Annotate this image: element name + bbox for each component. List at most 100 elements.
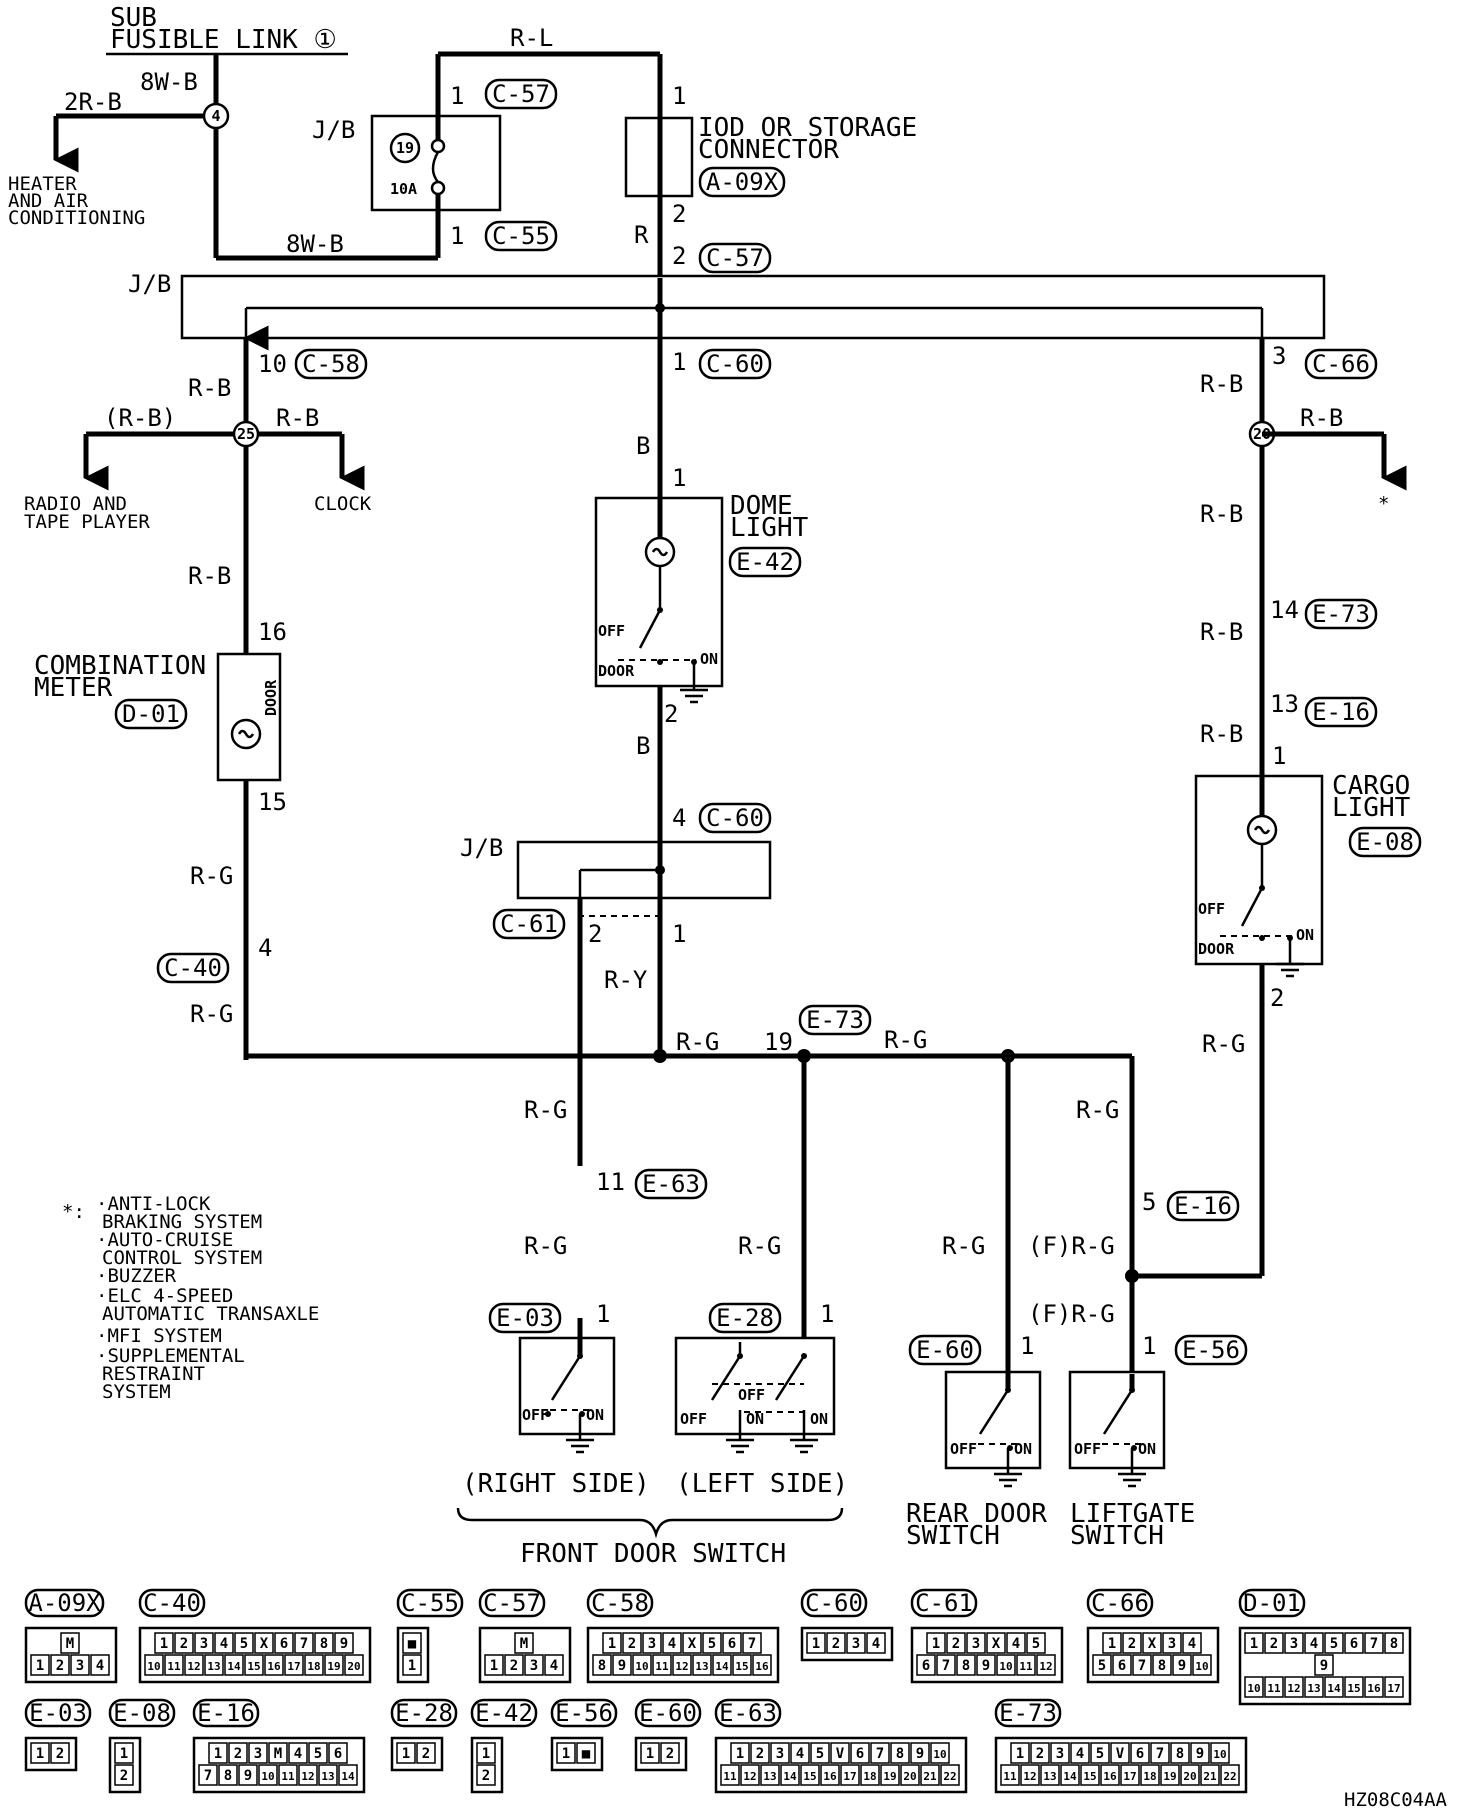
connector-pin: 2 <box>666 1746 674 1762</box>
wire-frg-1: (F)R-G <box>1028 1232 1115 1260</box>
connector-pin: 10 <box>1247 1682 1260 1695</box>
rear-switch-label-2: SWITCH <box>906 1521 1000 1551</box>
pin-e16-5: 5 <box>1142 1188 1156 1216</box>
connector-pin: 2 <box>422 1746 430 1762</box>
connector-callout-c60: C-60 <box>698 802 772 834</box>
connector-pin: 6 <box>1136 1746 1144 1762</box>
connector-pin: 15 <box>247 1660 260 1673</box>
ldoor-on-1: ON <box>746 1410 764 1428</box>
connector-pin: 15 <box>803 1770 816 1783</box>
connector-pin: 12 <box>1039 1660 1052 1673</box>
fuse-19: 19 10A J/B 1 1 <box>312 54 502 250</box>
connector-callout-label-e16: E-16 <box>1174 1192 1232 1220</box>
pin-e03-1: 1 <box>596 1300 610 1328</box>
connector-pin: 4 <box>796 1746 804 1762</box>
connector-pin: 14 <box>715 1660 729 1673</box>
connector-callout-label-c58: C-58 <box>302 350 360 378</box>
connector-pin: 2 <box>56 1746 64 1762</box>
left-front-door-switch: OFF OFF ON ON 1 <box>674 1300 836 1454</box>
dome-on: ON <box>700 650 718 668</box>
connector-pin: 6 <box>922 1658 930 1674</box>
connector-pin: 5 <box>708 1636 716 1652</box>
radio-label-1: RADIO AND <box>24 493 127 515</box>
connector-pin: 3 <box>1168 1636 1176 1652</box>
connector-pin: 8 <box>320 1636 328 1652</box>
heater-label-3: CONDITIONING <box>8 207 145 229</box>
wire-rb-cargo: R-B <box>1200 720 1243 748</box>
connector-pin: 11 <box>167 1660 181 1673</box>
connector-pin: 4 <box>1076 1746 1084 1762</box>
wire-8wb-top: 8W-B <box>140 68 198 96</box>
legend-item-5-line-2: SYSTEM <box>102 1381 171 1403</box>
iod-label-2: CONNECTOR <box>698 135 839 165</box>
legend-item-0-line-1: BRAKING SYSTEM <box>102 1211 262 1233</box>
front-door-switch-label: FRONT DOOR SWITCH <box>520 1539 786 1569</box>
connector-callout-label-e60: E-60 <box>916 1336 974 1364</box>
connector-pin: 11 <box>281 1770 295 1783</box>
connector-pin: 18 <box>307 1660 320 1673</box>
connector-pin: 11 <box>1003 1770 1017 1783</box>
connector-view-label: E-56 <box>555 1699 613 1727</box>
wire-rb-meter: R-B <box>188 562 231 590</box>
connector-pin: 16 <box>1367 1682 1381 1695</box>
connector-pin: 2 <box>120 1768 128 1784</box>
connector-pin: 5 <box>816 1746 824 1762</box>
connector-pin: 1 <box>562 1746 570 1762</box>
liftgate-label-1: LIFTGATE <box>1070 1499 1195 1529</box>
sub-fusible-link: SUB FUSIBLE LINK ① <box>106 3 348 56</box>
connector-pin: 20 <box>903 1770 916 1783</box>
connector-view-label: C-57 <box>483 1589 541 1617</box>
connector-pin: 20 <box>347 1660 360 1673</box>
rear-off: OFF <box>950 1440 977 1458</box>
cargo-label-1: CARGO <box>1332 771 1410 801</box>
connector-pin: 7 <box>942 1658 950 1674</box>
connector-pin: 3 <box>648 1636 656 1652</box>
wire-rg-rear: R-G <box>942 1232 985 1260</box>
center-branch: 1 B 1 <box>636 338 686 498</box>
connector-callout-c57: C-57 <box>698 242 772 274</box>
sub-fusible-link-label-1: SUB <box>110 3 157 33</box>
wire-rg-right-side: R-G <box>524 1232 567 1260</box>
connector-pin: 7 <box>1138 1658 1146 1674</box>
connector-pin: ■ <box>582 1746 591 1762</box>
pin-e42-2: 2 <box>664 700 678 728</box>
pin-c58-10: 10 <box>258 350 287 378</box>
connector-pin: 5 <box>240 1636 248 1652</box>
combination-meter-label-2: METER <box>34 673 113 703</box>
connector-pin: 7 <box>300 1636 308 1652</box>
connector-view-label: E-28 <box>395 1699 453 1727</box>
ldoor-on-2: ON <box>810 1410 828 1428</box>
connector-pin: 9 <box>244 1768 252 1784</box>
connector-pin: 8 <box>1176 1746 1184 1762</box>
connector-pin: 6 <box>334 1746 342 1762</box>
connector-pin: 14 <box>341 1770 355 1783</box>
pin-c66-3: 3 <box>1272 342 1286 370</box>
connector-pin: 13 <box>1043 1770 1056 1783</box>
connector-pin: 9 <box>618 1658 626 1674</box>
sub-fusible-link-label-2: FUSIBLE LINK ① <box>110 25 337 55</box>
wire-ry: R-Y <box>604 966 648 994</box>
connector-callout-label-c60: C-60 <box>706 804 764 832</box>
connector-view-label: C-66 <box>1091 1589 1149 1617</box>
connector-callout-label-e42: E-42 <box>736 548 794 576</box>
wire-rl: R-L <box>510 24 553 52</box>
wire-rg-c40: R-G <box>190 1000 233 1028</box>
connector-pin: 1 <box>608 1636 616 1652</box>
cargo-off: OFF <box>1198 900 1225 918</box>
rear-switch-label-1: REAR DOOR <box>906 1499 1047 1529</box>
connector-pin: 6 <box>728 1636 736 1652</box>
connector-pin: 18 <box>863 1770 876 1783</box>
fusible-link-wiring: 4 8W-B 2R-B 8W-B HEATER AND AIR CONDITIO… <box>8 54 441 261</box>
legend-item-5-line-1: RESTRAINT <box>102 1363 205 1385</box>
connector-pin: 11 <box>723 1770 737 1783</box>
connector-pin: 14 <box>227 1660 241 1673</box>
connector-callout-label-e56: E-56 <box>1182 1336 1240 1364</box>
splice-25-label: 25 <box>237 425 255 443</box>
cargo-on: ON <box>1296 926 1314 944</box>
rg-bus: R-G 19 R-G R-G 11 R-G R-G R-G R-G 5 (F)R… <box>246 1026 1262 1374</box>
connector-pin: 2 <box>56 1658 64 1674</box>
